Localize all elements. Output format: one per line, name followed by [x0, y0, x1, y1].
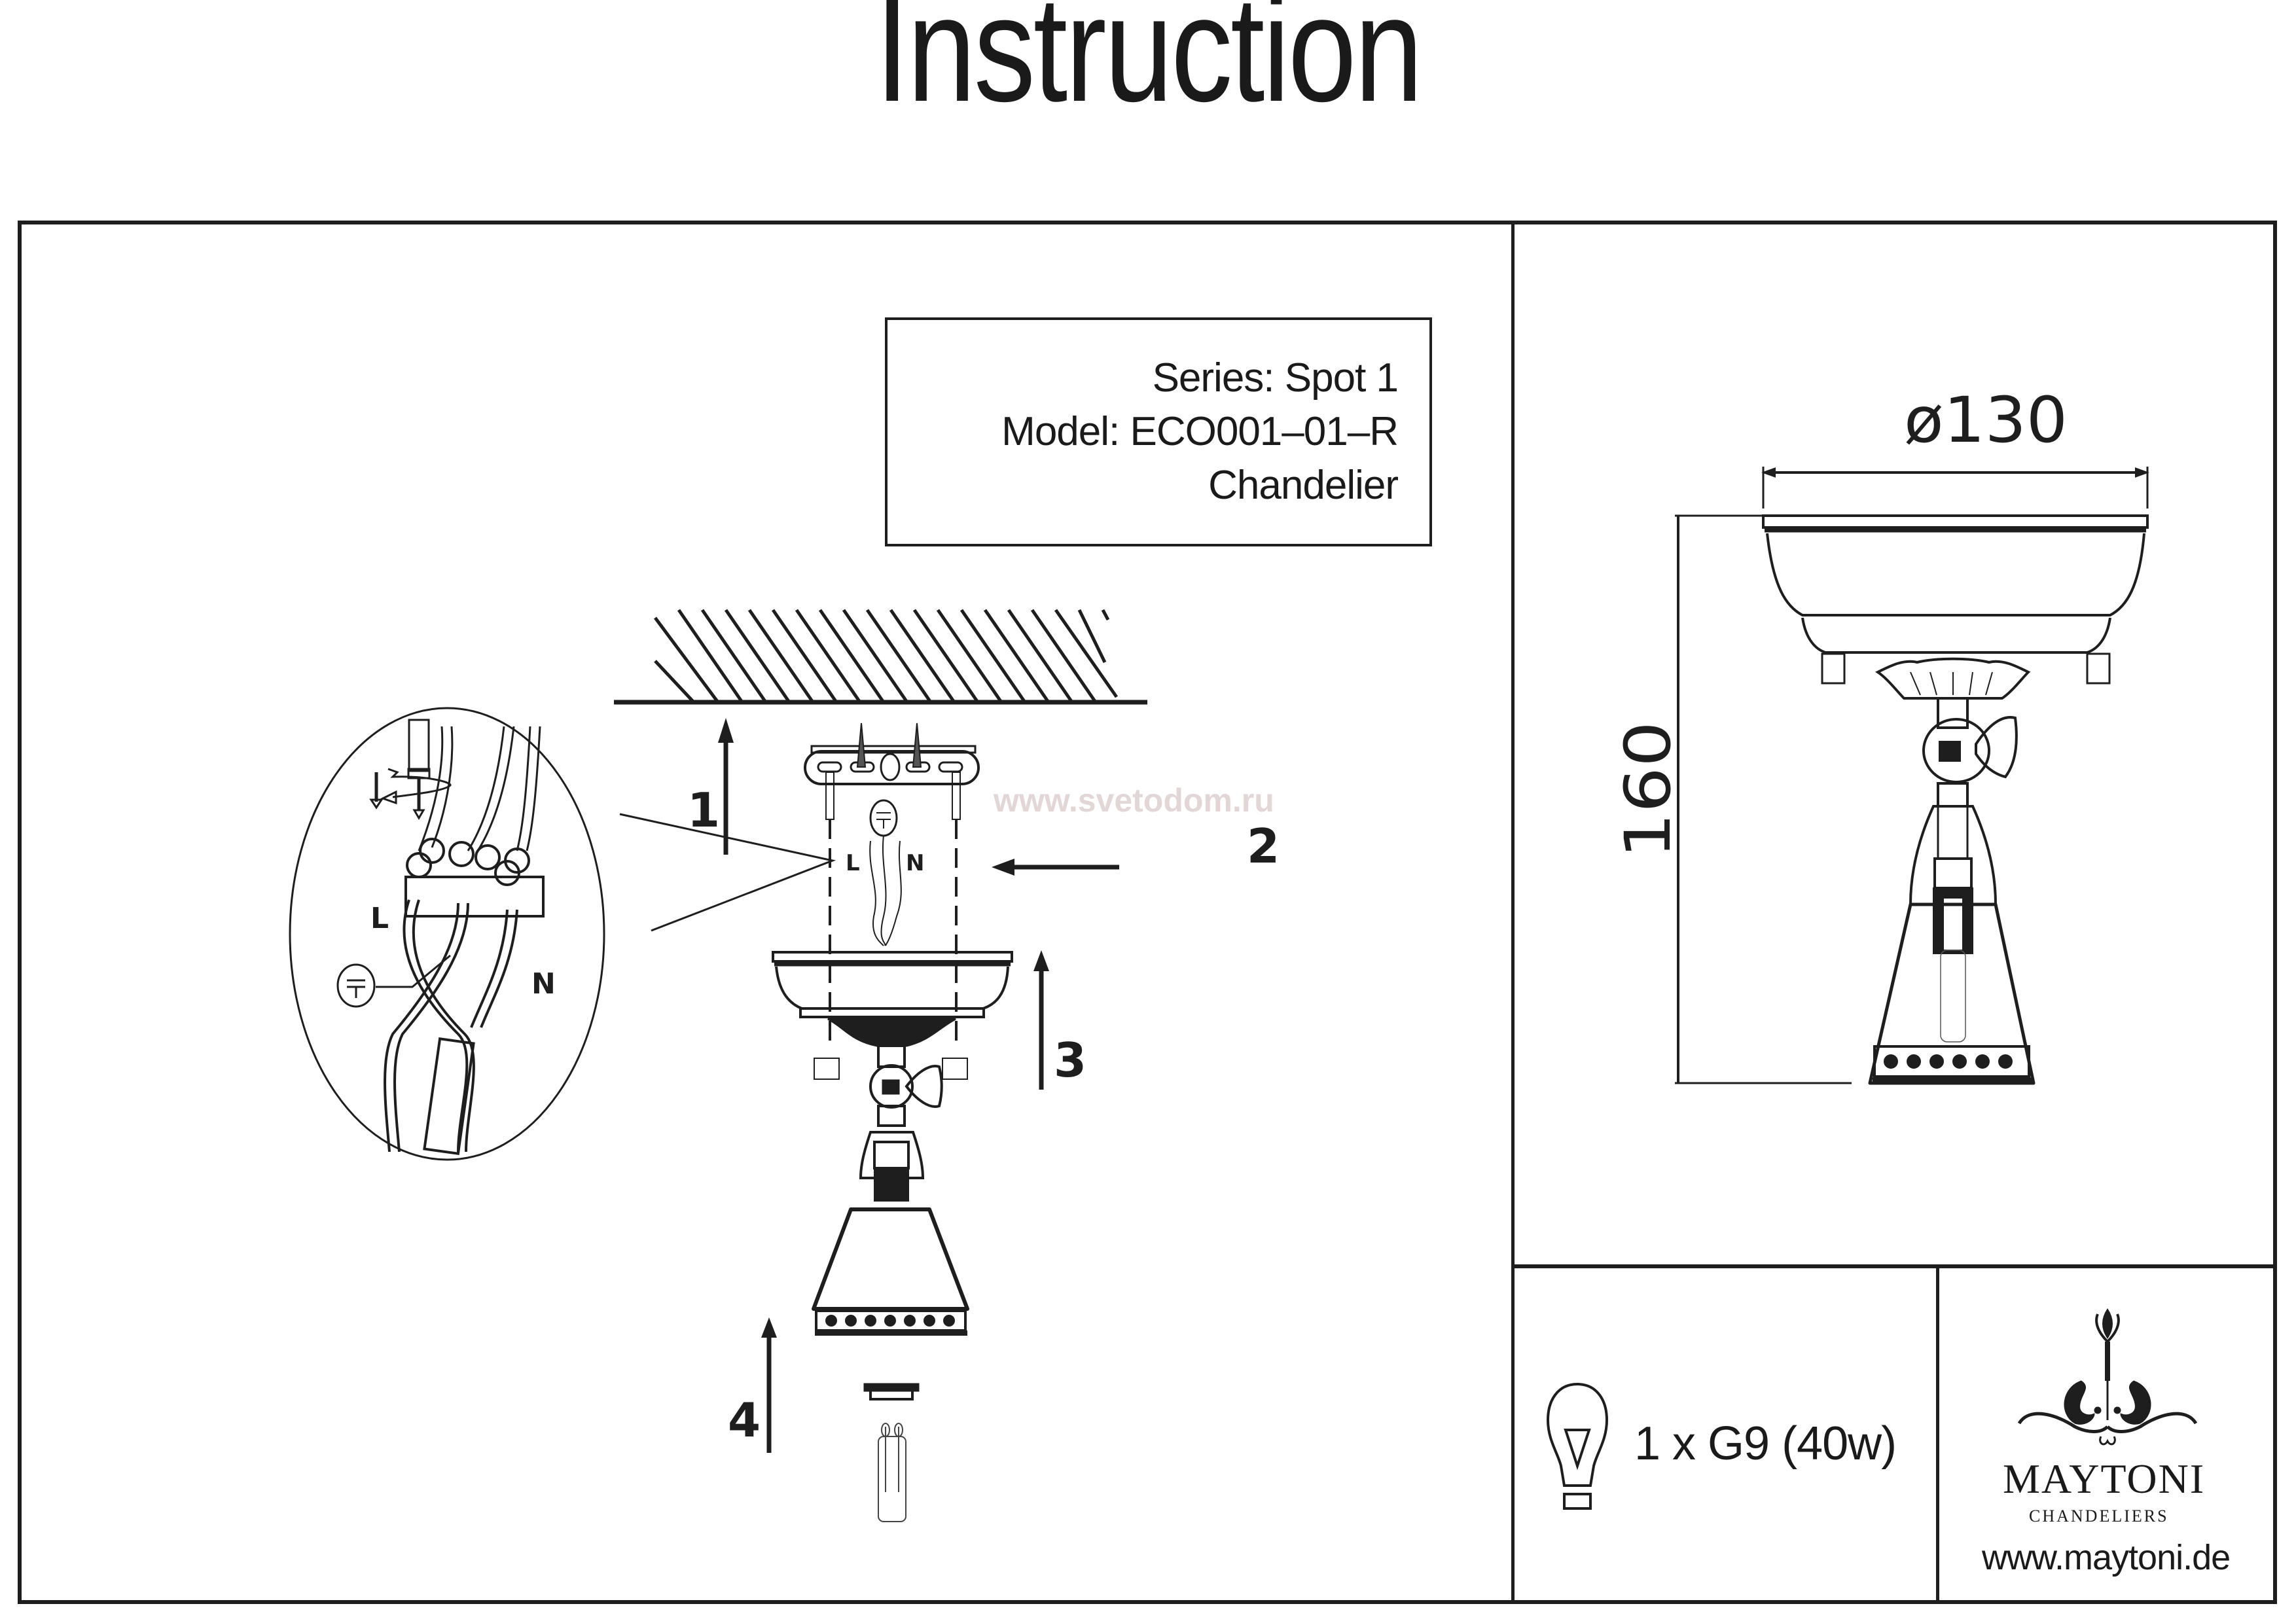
lamp-shade: [812, 1207, 969, 1336]
callout-pointer: [619, 813, 836, 932]
detail-label-live: L: [370, 902, 389, 935]
diameter-label: ø130: [1904, 383, 2068, 457]
dimension-drawing: ø130 160: [1611, 383, 2149, 1085]
panel-divider-horizontal: [1511, 1264, 2277, 1268]
earth-symbol-small: [869, 799, 898, 837]
ceiling-hatching: [653, 609, 1119, 704]
series-label: Series: Spot 1: [1152, 355, 1399, 401]
detail-label-neutral: N: [531, 967, 556, 1001]
outer-frame: [18, 221, 2277, 1604]
step-4-label: 4: [728, 1393, 761, 1448]
earth-symbol-detail: [336, 963, 376, 1008]
assembly-diagram: L N L N 1 2 3 4: [289, 609, 1280, 1522]
fixture-canopy: [1762, 514, 2149, 808]
wire-label-neutral: N: [906, 850, 924, 876]
step-4-arrowhead: [761, 1317, 777, 1338]
step-3-arrowhead: [1033, 950, 1049, 971]
cell-divider-vertical: [1936, 1264, 1939, 1604]
model-label: Model: ECO001–01–R: [1001, 409, 1399, 454]
bulb-spec: 1 x G9 (40w): [1634, 1418, 1897, 1470]
step-2-label: 2: [1247, 819, 1280, 874]
type-label: Chandelier: [1208, 463, 1399, 508]
watermark: www.svetodom.ru: [994, 782, 1274, 819]
fixture-shade: [1868, 805, 2036, 1085]
terminal-block-detail: [336, 719, 545, 1156]
brand-url: www.maytoni.de: [1982, 1538, 2231, 1577]
step-1-label: 1: [687, 783, 720, 838]
step-2-arrowhead: [992, 859, 1014, 876]
page-title: Instruction: [875, 0, 1423, 133]
wire-label-live: L: [846, 850, 860, 876]
brand-subtitle: CHANDELIERS: [2029, 1507, 2169, 1525]
canopy: [772, 951, 1013, 1202]
step-1-arrowhead: [718, 718, 734, 743]
height-label: 160: [1611, 721, 1685, 859]
mounting-bracket: [804, 722, 980, 820]
light-bulb-icon: [1546, 1382, 1609, 1510]
panel-divider-vertical: [1511, 221, 1515, 1604]
g9-bulb: [878, 1423, 906, 1522]
step-3-label: 3: [1054, 1033, 1086, 1088]
brand-name: MAYTONI: [2003, 1455, 2206, 1502]
product-info-box: Series: Spot 1 Model: ECO001–01–R Chande…: [885, 317, 1432, 546]
wiring-detail-circle: [289, 707, 605, 1161]
screwdriver-icon: [408, 719, 430, 772]
chandelier-logo: [2017, 1308, 2198, 1446]
